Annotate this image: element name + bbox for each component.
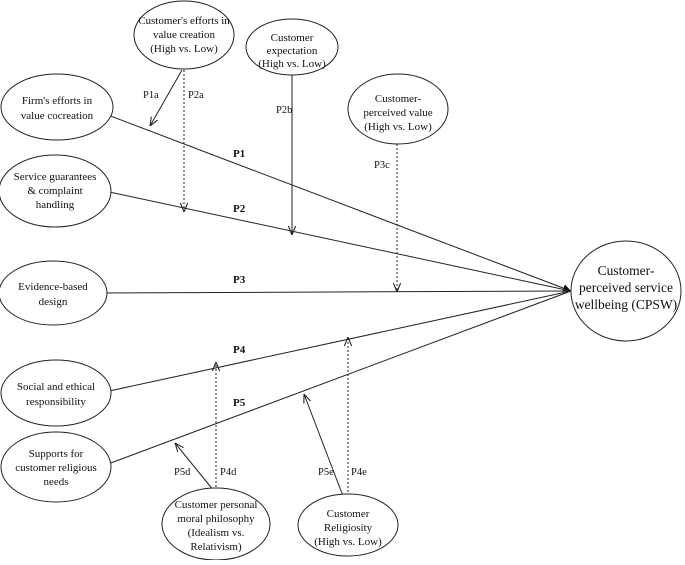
path-line-p2: [99, 189, 572, 292]
node-customer-expectation: Customer expectation (High vs. Low): [245, 18, 339, 76]
node-religious-needs-line-3: needs: [43, 476, 68, 488]
node-firm-efforts-line-2: value cocreation: [21, 110, 94, 122]
node-customer-efforts-line-2: value creation: [153, 29, 215, 41]
moderator-label-p4e: P4e: [351, 467, 367, 478]
path-label-p2: P2: [233, 203, 246, 215]
arrow-p5d: [175, 443, 215, 492]
node-moral-philosophy-line-4: Relativism): [190, 541, 242, 553]
path-label-p1: P1: [233, 148, 245, 160]
node-cpsw: Customer- perceived service wellbeing (C…: [570, 240, 682, 342]
path-line-p4: [99, 290, 572, 394]
node-service-guarantees-line-1: Service guarantees: [14, 171, 97, 183]
node-evidence-design-line-2: design: [39, 296, 68, 308]
arrow-p1a: [150, 69, 183, 126]
node-religious-needs-line-2: customer religious: [15, 462, 97, 474]
node-customer-expectation-line-2: expectation: [267, 45, 318, 57]
moderator-label-p2b: P2b: [276, 105, 292, 116]
node-firm-efforts: Firm's efforts in value cocreation: [0, 73, 114, 141]
node-religious-needs: Supports for customer religious needs: [0, 431, 112, 503]
node-cpsw-line-2: perceived service: [579, 280, 673, 295]
node-customer-efforts-line-1: Customer's efforts in: [138, 15, 230, 27]
node-moral-philosophy-line-3: (Idealism vs.: [188, 527, 245, 539]
path-label-p3: P3: [233, 274, 246, 286]
path-line-p3: [99, 290, 572, 294]
node-moral-philosophy-line-1: Customer personal: [175, 499, 258, 511]
node-social-ethical: Social and ethical responsibility: [0, 359, 112, 427]
moderator-label-p4d: P4d: [220, 467, 237, 478]
node-perceived-value-line-1: Customer-: [375, 93, 422, 105]
moderator-label-p2a: P2a: [188, 90, 204, 101]
node-customer-efforts-line-3: (High vs. Low): [150, 43, 218, 55]
node-firm-efforts-line-1: Firm's efforts in: [22, 95, 93, 107]
node-customer-expectation-line-1: Customer: [271, 32, 314, 44]
node-perceived-value: Customer- perceived value (High vs. Low): [347, 73, 449, 145]
path-line-p1: [99, 111, 572, 292]
moderator-label-p3c: P3c: [374, 160, 390, 171]
node-perceived-value-line-3: (High vs. Low): [364, 121, 432, 133]
node-moral-philosophy: Customer personal moral philosophy (Idea…: [161, 487, 271, 561]
node-service-guarantees-line-2: & complaint: [27, 185, 82, 197]
node-cpsw-line-3: wellbeing (CPSW): [575, 297, 677, 312]
node-service-guarantees-line-3: handling: [36, 199, 75, 211]
node-customer-efforts: Customer's efforts in value creation (Hi…: [133, 0, 235, 70]
moderator-label-p1a: P1a: [143, 90, 159, 101]
node-social-ethical-line-2: responsibility: [26, 396, 86, 408]
moderator-label-p5d: P5d: [174, 467, 191, 478]
node-evidence-design-line-1: Evidence-based: [18, 281, 88, 293]
node-service-guarantees: Service guarantees & complaint handling: [0, 154, 112, 228]
path-line-p5: [99, 290, 572, 468]
path-label-p5: P5: [233, 397, 246, 409]
arrow-p5e: [304, 394, 344, 497]
node-religious-needs-line-1: Supports for: [29, 448, 84, 460]
node-perceived-value-line-2: perceived value: [363, 107, 432, 119]
node-religiosity: Customer Religiosity (High vs. Low): [297, 493, 399, 557]
node-cpsw-line-1: Customer-: [598, 263, 655, 278]
node-religiosity-line-3: (High vs. Low): [314, 536, 382, 548]
node-customer-expectation-line-3: (High vs. Low): [258, 58, 326, 70]
moderator-label-p5e: P5e: [318, 467, 334, 478]
node-evidence-design: Evidence-based design: [0, 260, 108, 326]
node-social-ethical-line-1: Social and ethical: [17, 381, 95, 393]
node-religiosity-line-1: Customer: [327, 508, 370, 520]
node-religiosity-line-2: Religiosity: [324, 522, 373, 534]
node-moral-philosophy-line-2: moral philosophy: [177, 513, 255, 525]
path-label-p4: P4: [233, 344, 246, 356]
